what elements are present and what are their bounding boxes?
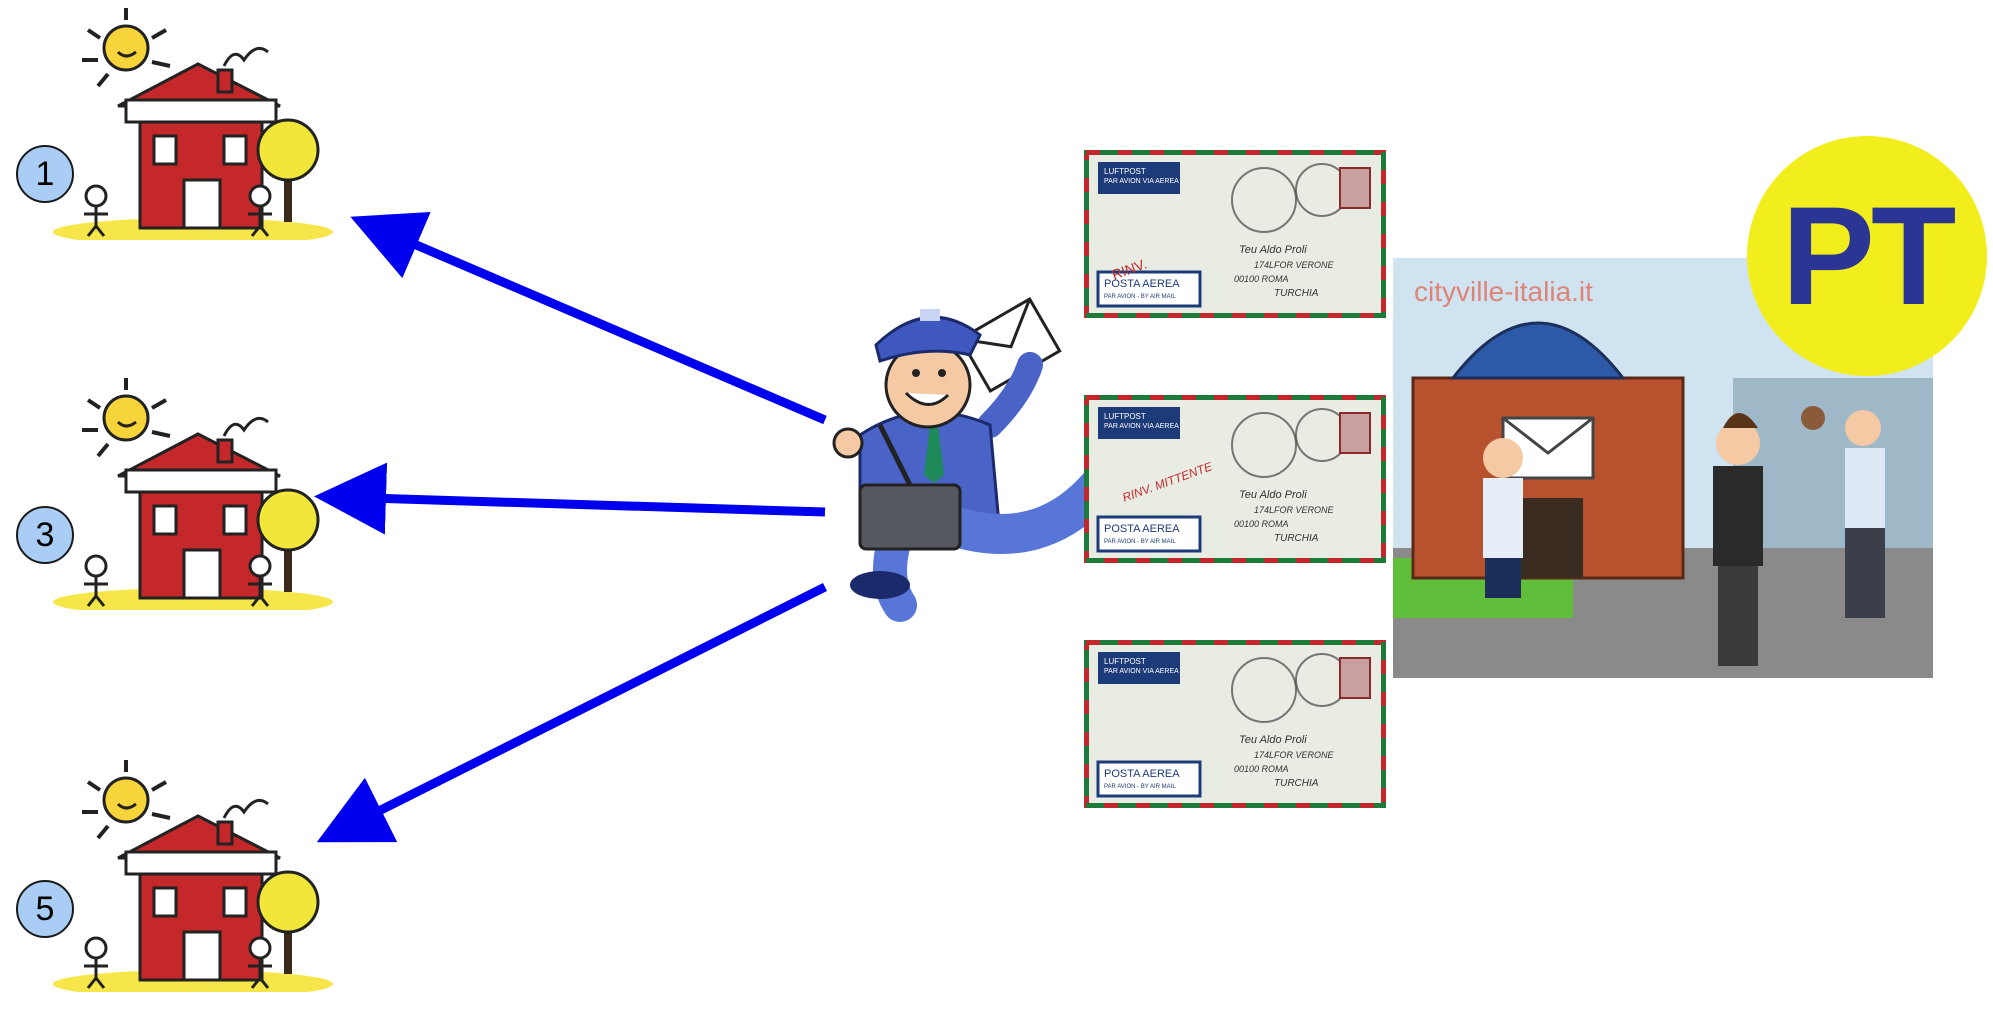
posta-aerea-sub-text: PAR AVION - BY AIR MAIL <box>1104 539 1176 545</box>
address-line-1: Teu Aldo Proli <box>1239 244 1307 256</box>
house-number: 1 <box>36 155 55 194</box>
arrow-to-house-3 <box>368 498 825 512</box>
house-number-badge-3: 3 <box>16 506 74 564</box>
address-line-2: 174LFOR VERONE <box>1254 750 1334 760</box>
luftpost-text: LUFTPOST <box>1104 412 1146 421</box>
par-avion-text: PAR AVION VIA AEREA <box>1104 423 1179 430</box>
house-1 <box>48 0 338 240</box>
address-line-2: 174LFOR VERONE <box>1254 505 1334 515</box>
posta-aerea-text: POSTA AEREA <box>1104 278 1180 290</box>
posta-aerea-sub-text: PAR AVION - BY AIR MAIL <box>1104 784 1176 790</box>
house-3 <box>48 370 338 610</box>
address-line-2: 174LFOR VERONE <box>1254 260 1334 270</box>
luftpost-text: LUFTPOST <box>1104 657 1146 666</box>
address-line-3: 00100 ROMA <box>1234 274 1289 284</box>
house-icon <box>48 370 338 610</box>
house-number-badge-5: 5 <box>16 880 74 938</box>
posta-aerea-text: POSTA AEREA <box>1104 768 1180 780</box>
postman-illustration <box>820 275 1120 635</box>
house-5 <box>48 752 338 992</box>
pt-logo-text: PT <box>1782 186 1953 326</box>
address-line-3: 00100 ROMA <box>1234 519 1289 529</box>
postman-icon <box>820 275 1120 635</box>
posta-aerea-sub-text: PAR AVION - BY AIR MAIL <box>1104 294 1176 300</box>
par-avion-text: PAR AVION VIA AEREA <box>1104 668 1179 675</box>
address-line-4: TURCHIA <box>1274 288 1318 299</box>
address-line-4: TURCHIA <box>1274 778 1318 789</box>
pt-logo: PT <box>1747 136 1987 376</box>
house-icon <box>48 752 338 992</box>
arrow-to-house-5 <box>365 587 825 818</box>
arrow-to-house-1 <box>400 238 825 420</box>
par-avion-text: PAR AVION VIA AEREA <box>1104 178 1179 185</box>
house-icon <box>48 0 338 240</box>
posta-aerea-text: POSTA AEREA <box>1104 523 1180 535</box>
luftpost-text: LUFTPOST <box>1104 167 1146 176</box>
house-number: 3 <box>36 516 55 555</box>
scene-watermark: cityville-italia.it <box>1414 276 1593 308</box>
airmail-envelope-1: RINV. LUFTPOST PAR AVION VIA AEREA POSTA… <box>1084 150 1386 318</box>
house-number: 5 <box>36 890 55 929</box>
house-number-badge-1: 1 <box>16 145 74 203</box>
address-line-4: TURCHIA <box>1274 533 1318 544</box>
address-line-1: Teu Aldo Proli <box>1239 489 1307 501</box>
airmail-envelope-3: LUFTPOST PAR AVION VIA AEREA POSTA AEREA… <box>1084 640 1386 808</box>
address-line-1: Teu Aldo Proli <box>1239 734 1307 746</box>
address-line-3: 00100 ROMA <box>1234 764 1289 774</box>
airmail-envelope-2: LUFTPOST PAR AVION VIA AEREA POSTA AEREA… <box>1084 395 1386 563</box>
